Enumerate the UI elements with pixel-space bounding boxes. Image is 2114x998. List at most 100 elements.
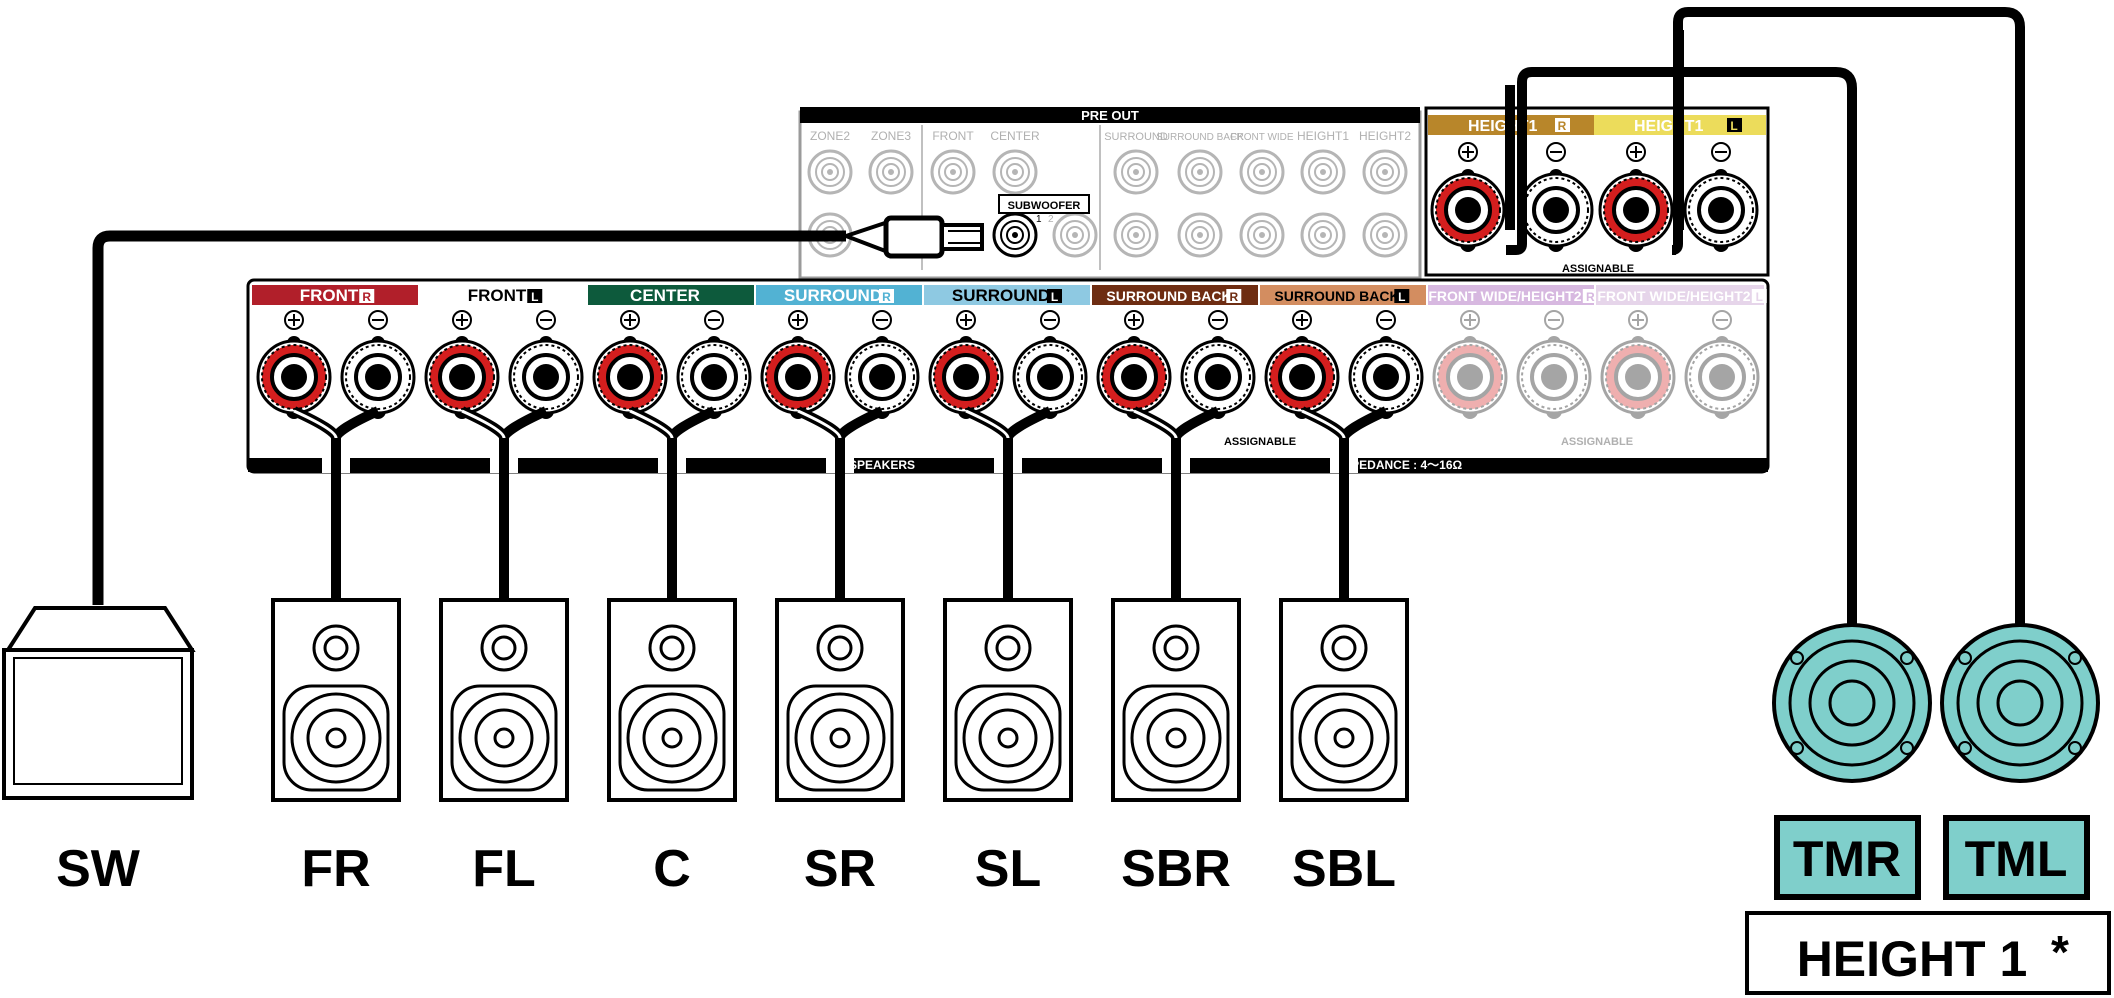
speakers-label: SPEAKERS (849, 458, 915, 472)
plus-icon (956, 310, 976, 330)
speaker-cable-center (627, 406, 717, 600)
terminal-front-r-plus (256, 336, 332, 419)
terminal-front-wide-height2-l-plus (1600, 336, 1676, 419)
channel-lr-front-wide-height2-r: R (1586, 290, 1595, 304)
preout-jack-top-1 (868, 149, 914, 195)
preout-label-front: FRONT (932, 129, 974, 143)
label-sr: SR (804, 840, 876, 898)
plus-icon (1124, 310, 1144, 330)
terminal-front-r-minus (340, 336, 416, 419)
subwoofer-number-1: 1 (1036, 214, 1042, 225)
channel-label-front-wide-height2-r: FRONT WIDE/HEIGHT2 (1428, 288, 1581, 304)
tml-label-box (1943, 815, 2090, 900)
speaker-cable-surround-back-r (1131, 406, 1221, 600)
channel-lr-surround-back-l: L (1398, 290, 1405, 304)
rca-plug-body (883, 215, 945, 259)
floor-speaker-front-l (439, 598, 569, 802)
terminal-center-plus (592, 336, 668, 419)
minus-icon (1711, 142, 1731, 162)
label-tml: TML (1965, 831, 2068, 887)
speaker-cables (291, 406, 1389, 600)
height1-r-badge (1555, 118, 1570, 132)
channel-bar-center (588, 285, 754, 305)
plus-icon (452, 310, 472, 330)
channel-bar-front-wide-height2-l (1596, 285, 1764, 305)
channel-lr-front-r: R (362, 290, 371, 304)
height1-r-lr: R (1558, 119, 1567, 133)
channel-label-front-wide-height2-l: FRONT WIDE/HEIGHT2 (1597, 288, 1750, 304)
plus-icon (1458, 142, 1478, 162)
preout-jack-bottom-6 (1239, 212, 1285, 258)
height1-l-lr: L (1730, 119, 1737, 133)
height1-l-label: HEIGHT1 (1634, 118, 1703, 135)
channel-lr-surround-back-r: R (1229, 290, 1238, 304)
height1-l-badge (1727, 118, 1742, 132)
rca-plug-tip (940, 223, 984, 251)
preout-title-bar (800, 107, 1420, 123)
plus-icon (1628, 310, 1648, 330)
plus-icon (1626, 142, 1646, 162)
label-sbl: SBL (1292, 840, 1396, 898)
terminal-surround-back-r-plus (1096, 336, 1172, 419)
subwoofer-jack-2 (1052, 212, 1098, 258)
label-sbr: SBR (1121, 840, 1231, 898)
label-fr: FR (301, 840, 370, 898)
preout-jack-top-7 (1300, 149, 1346, 195)
preout-jack-top-0 (807, 149, 853, 195)
height-cables (1505, 7, 2025, 625)
height1-terminal-0 (1430, 169, 1506, 252)
plus-icon (1292, 310, 1312, 330)
minus-icon (1546, 142, 1566, 162)
channel-lr-front-l: L (531, 290, 538, 304)
terminal-front-wide-height2-r-minus (1516, 336, 1592, 419)
speaker-assignable-label-2: ASSIGNABLE (1561, 436, 1633, 448)
terminal-front-wide-height2-l-minus (1684, 336, 1760, 419)
channel-lr-front-wide-height2-l: L (1756, 290, 1763, 304)
preout-label-zone2: ZONE2 (810, 129, 850, 143)
preout-jack-top-2 (930, 149, 976, 195)
terminal-surround-l-minus (1012, 336, 1088, 419)
label-sw: SW (56, 840, 141, 898)
preout-jack-top-3 (992, 149, 1038, 195)
channel-label-front-r: FRONT (300, 286, 359, 305)
tmr-label-box (1774, 815, 1921, 900)
plus-icon (1460, 310, 1480, 330)
channel-label-surround-r: SURROUND (784, 286, 882, 305)
preout-jack-bottom-8 (1362, 212, 1408, 258)
floor-speaker-surround-back-l (1279, 598, 1409, 802)
height1-terminal-2 (1598, 169, 1674, 252)
height-assignable-label: ASSIGNABLE (1562, 263, 1634, 275)
channel-label-center: CENTER (630, 286, 700, 305)
speaker-cable-surround-r (795, 406, 885, 600)
preout-label-front-wide: FRONT WIDE (1230, 132, 1293, 143)
channel-badge-surround-back-l (1394, 289, 1410, 303)
preout-label-surround-back: SURROUND BACK (1156, 132, 1244, 143)
minus-icon (1208, 310, 1228, 330)
preout-label-center: CENTER (990, 129, 1040, 143)
minus-icon (368, 310, 388, 330)
preout-label-surround: SURROUND (1104, 131, 1168, 143)
minus-icon (1712, 310, 1732, 330)
subwoofer-icon (2, 606, 196, 800)
minus-icon (1376, 310, 1396, 330)
terminal-surround-back-l-minus (1348, 336, 1424, 419)
terminal-surround-back-l-plus (1264, 336, 1340, 419)
tmr-cable (1506, 67, 1857, 625)
minus-icon (536, 310, 556, 330)
channel-badge-surround-back-r (1226, 289, 1242, 303)
minus-icon (704, 310, 724, 330)
height1-asterisk: * (2051, 926, 2069, 978)
preout-label-height2: HEIGHT2 (1359, 129, 1411, 143)
channel-badge-surround-l (1047, 289, 1062, 303)
label-c: C (653, 840, 691, 898)
height1-caption-box (1745, 911, 2111, 995)
plus-icon (620, 310, 640, 330)
channel-label-surround-back-r: SURROUND BACK (1106, 288, 1231, 304)
floor-speaker-surround-l (943, 598, 1073, 802)
channel-bar-surround-back-l (1260, 285, 1426, 305)
channel-bar-front-l (420, 285, 586, 305)
channel-label-surround-back-l: SURROUND BACK (1274, 288, 1399, 304)
speaker-cable-front-l (459, 406, 549, 600)
terminal-front-l-minus (508, 336, 584, 419)
